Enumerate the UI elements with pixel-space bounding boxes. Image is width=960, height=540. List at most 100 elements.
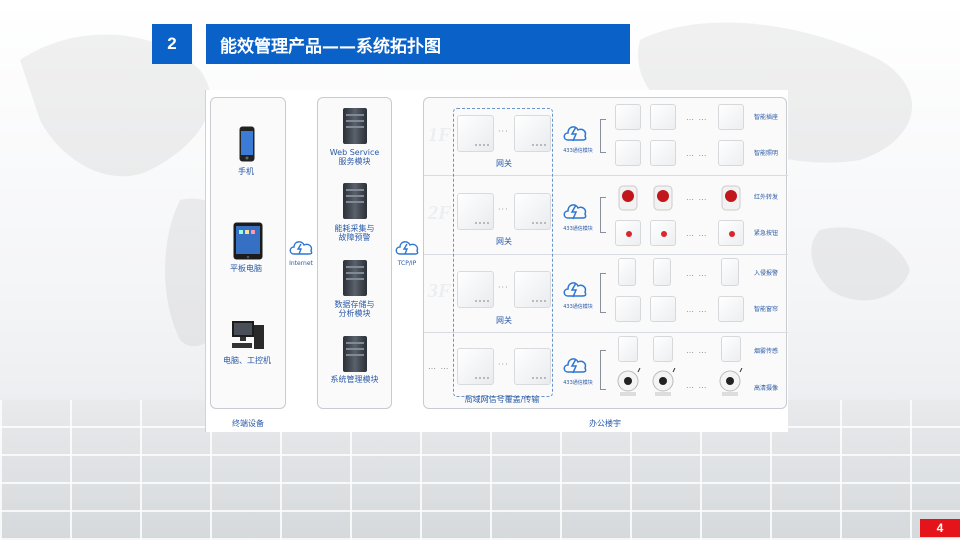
device-label: 紧急按钮 <box>753 230 778 237</box>
comm-module-label: 433通信模块 <box>563 380 593 386</box>
camera-icon <box>617 368 641 396</box>
gateway-label: 网关 <box>496 159 512 168</box>
emergency-button-icon <box>718 220 744 246</box>
desktop-computer-icon <box>232 321 264 349</box>
ir-transmitter-icon <box>618 185 638 211</box>
device-ellipsis: … … <box>686 193 708 202</box>
server-label-web-1: Web Service <box>329 148 380 157</box>
intrusion-sensor-icon <box>618 258 636 286</box>
tcpip-label: TCP/IP <box>397 260 417 267</box>
server-icon <box>343 183 367 219</box>
device-ellipsis: … … <box>686 113 708 122</box>
server-label-storage-2: 分析模块 <box>338 309 371 318</box>
floor-label: 2F <box>428 202 452 224</box>
gateway-ellipsis: ··· <box>498 283 509 292</box>
server-label-storage-1: 数据存储与 <box>334 300 375 309</box>
gateway-device <box>457 193 494 230</box>
bracket-connector <box>600 119 606 153</box>
gateway-ellipsis: ··· <box>498 205 509 214</box>
gateway-label: 网关 <box>496 316 512 325</box>
intrusion-sensor-icon <box>721 258 739 286</box>
topology-diagram: 手机 平板电脑 电脑、工控机 终端设备 Internet Web Service… <box>205 90 788 432</box>
camera-icon <box>652 368 676 396</box>
gateway-label: 网关 <box>496 237 512 246</box>
terminal-label-tablet: 平板电脑 <box>230 264 262 273</box>
internet-label: Internet <box>289 260 313 267</box>
server-label-admin: 系统管理模块 <box>330 375 379 384</box>
device-ellipsis: … … <box>686 305 708 314</box>
curtain-switch-icon <box>718 296 744 322</box>
smart-socket-icon <box>650 104 676 130</box>
ir-transmitter-icon <box>653 185 673 211</box>
tablet-icon <box>233 222 263 260</box>
gateway-ellipsis: ··· <box>498 127 509 136</box>
gateway-device <box>457 271 494 308</box>
floor-divider <box>424 175 788 176</box>
device-ellipsis: … … <box>686 346 708 355</box>
bracket-connector <box>600 197 606 233</box>
gateway-device <box>457 348 494 385</box>
cloud-lightning-icon <box>289 241 313 255</box>
intrusion-sensor-icon <box>653 258 671 286</box>
phone-icon <box>239 126 255 162</box>
server-icon <box>343 260 367 296</box>
server-icon <box>343 336 367 372</box>
terminal-label-computer: 电脑、工控机 <box>223 356 271 365</box>
page-number: 4 <box>920 519 960 537</box>
smoke-sensor-icon <box>721 336 741 362</box>
bracket-connector <box>600 273 606 313</box>
smart-socket-icon <box>718 104 744 130</box>
camera-icon <box>719 368 743 396</box>
device-label: 智能照明 <box>753 150 778 157</box>
gateway-device <box>457 115 494 152</box>
building-caption: 办公楼宇 <box>589 419 621 428</box>
floor-label: 1F <box>428 124 452 146</box>
gateway-ellipsis: ··· <box>498 360 509 369</box>
cloud-lightning-icon <box>563 358 587 374</box>
terminal-caption: 终端设备 <box>232 419 264 428</box>
smart-light-switch-icon <box>615 140 641 166</box>
device-label: 高清摄像 <box>753 385 778 392</box>
bracket-connector <box>600 350 606 390</box>
cloud-lightning-icon <box>563 204 587 220</box>
cloud-lightning-icon <box>563 126 587 142</box>
gateway-device <box>514 193 551 230</box>
ir-transmitter-icon <box>721 185 741 211</box>
server-icon <box>343 108 367 144</box>
gateway-device <box>514 115 551 152</box>
cloud-lightning-icon <box>395 241 419 255</box>
device-label: 红外转发 <box>753 194 778 201</box>
terminal-label-phone: 手机 <box>238 167 254 176</box>
smoke-sensor-icon <box>653 336 673 362</box>
device-label: 烟雾传感 <box>753 348 778 355</box>
smart-light-switch-icon <box>650 140 676 166</box>
gateway-device <box>514 271 551 308</box>
coverage-label: 局域网信号覆盖/传输 <box>464 395 540 404</box>
slide-title: 能效管理产品——系统拓扑图 <box>206 24 630 64</box>
comm-module-label: 433通信模块 <box>563 148 593 154</box>
device-ellipsis: … … <box>686 229 708 238</box>
emergency-button-icon <box>615 220 641 246</box>
server-label-collect-2: 故障预警 <box>338 233 371 242</box>
cloud-lightning-icon <box>563 282 587 298</box>
server-label-web-2: 服务模块 <box>338 157 371 166</box>
device-label: 入侵报警 <box>753 270 778 277</box>
smart-socket-icon <box>615 104 641 130</box>
floor-divider <box>424 332 788 333</box>
smart-light-switch-icon <box>718 140 744 166</box>
section-number-badge: 2 <box>152 24 192 64</box>
floor-ellipsis: … … <box>428 362 450 371</box>
floor-label: 3F <box>428 280 452 302</box>
curtain-switch-icon <box>650 296 676 322</box>
device-label: 智能窗帘 <box>753 306 778 313</box>
comm-module-label: 433通信模块 <box>563 226 593 232</box>
floor-divider <box>424 254 788 255</box>
emergency-button-icon <box>650 220 676 246</box>
curtain-switch-icon <box>615 296 641 322</box>
server-label-collect-1: 能耗采集与 <box>334 224 375 233</box>
device-ellipsis: … … <box>686 381 708 390</box>
gateway-coverage-area <box>453 108 553 397</box>
smoke-sensor-icon <box>618 336 638 362</box>
device-ellipsis: … … <box>686 149 708 158</box>
device-label: 智能插座 <box>753 114 778 121</box>
